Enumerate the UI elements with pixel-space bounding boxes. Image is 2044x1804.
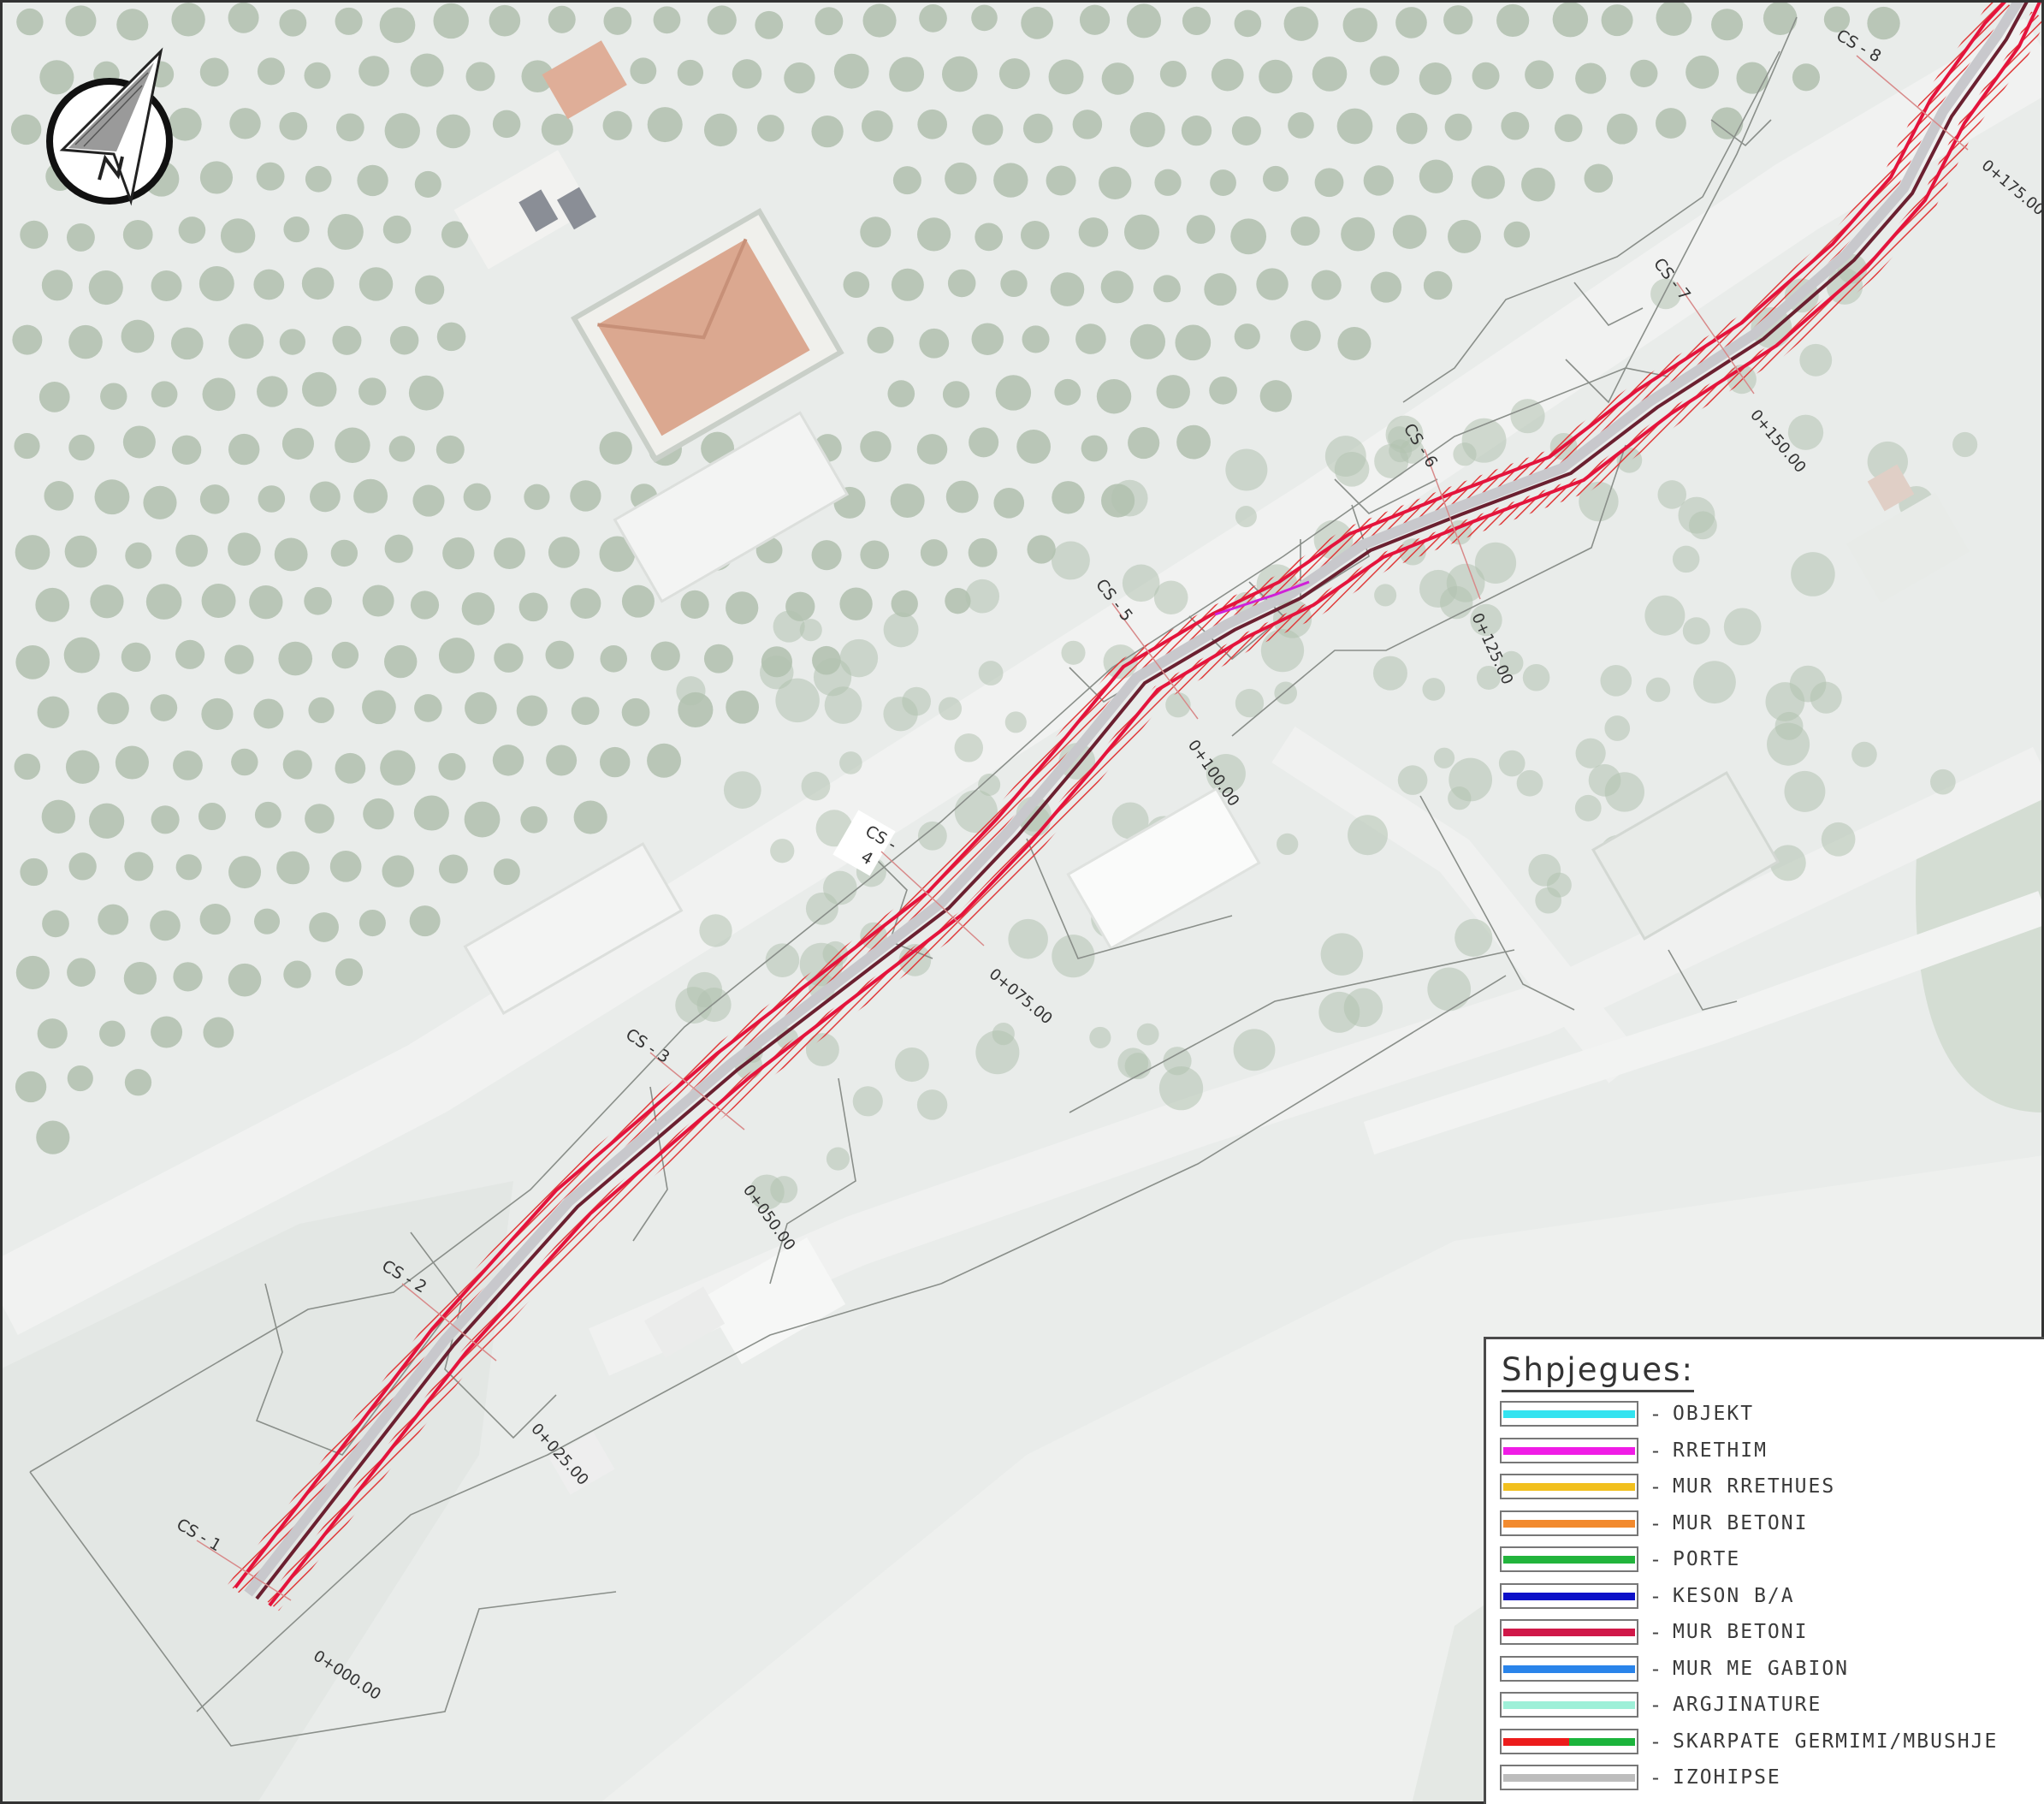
legend-swatch [1500, 1474, 1638, 1499]
legend-swatch [1500, 1437, 1638, 1463]
legend-dash: - [1649, 1402, 1662, 1426]
legend-item: -ARGJINATURE [1500, 1692, 1822, 1718]
legend-swatch [1500, 1655, 1638, 1682]
legend-dash: - [1649, 1547, 1662, 1571]
legend-item: -PORTE [1500, 1546, 1740, 1572]
legend-item: -MUR RRETHUES [1500, 1474, 1835, 1499]
legend-item: -MUR BETONI [1500, 1510, 1808, 1536]
legend-label: PORTE [1673, 1548, 1741, 1570]
legend-swatch [1500, 1582, 1638, 1609]
legend-label: SKARPATE GERMIMI/MBUSHJE [1673, 1730, 1999, 1753]
cross-section-line [1424, 448, 1481, 600]
legend-dash: - [1649, 1693, 1662, 1717]
legend-item: -RRETHIM [1500, 1437, 1768, 1463]
legend-item: -KESON B/A [1500, 1582, 1795, 1609]
legend-label: MUR BETONI [1673, 1511, 1809, 1534]
survey-boundary-lines [29, 16, 1798, 1747]
legend-label: KESON B/A [1673, 1584, 1795, 1607]
legend-dash: - [1649, 1765, 1662, 1789]
legend-item: -IZOHIPSE [1500, 1765, 1781, 1790]
cross-section-line [1111, 602, 1199, 720]
legend-swatch [1500, 1619, 1638, 1645]
legend-swatch [1500, 1765, 1638, 1790]
legend-label: OBJEKT [1673, 1403, 1755, 1425]
legend-swatch [1500, 1546, 1638, 1572]
legend-label: RRETHIM [1673, 1439, 1768, 1462]
legend-item: -SKARPATE GERMIMI/MBUSHJE [1500, 1728, 1999, 1754]
legend-swatch [1500, 1510, 1638, 1536]
legend-label: MUR ME GABION [1673, 1657, 1850, 1680]
legend-swatch [1500, 1401, 1638, 1427]
cross-section-line [196, 1540, 292, 1601]
channel-alignment [228, 0, 2044, 1611]
legend-dash: - [1649, 1620, 1662, 1644]
legend-item: -OBJEKT [1500, 1401, 1754, 1427]
orchard-trees [10, 0, 1978, 1210]
legend-dash: - [1649, 1475, 1662, 1498]
legend-title: Shpjegues: [1502, 1351, 1694, 1392]
north-arrow-icon [46, 47, 173, 206]
map-legend: Shpjegues: -OBJEKT-RRETHIM-MUR RRETHUES-… [1484, 1337, 2044, 1804]
legend-label: MUR RRETHUES [1673, 1475, 1836, 1498]
legend-label: ARGJINATURE [1673, 1694, 1822, 1716]
legend-dash: - [1649, 1656, 1662, 1681]
cross-section-line [880, 851, 985, 947]
cross-section-line [1856, 55, 1969, 151]
legend-dash: - [1649, 1729, 1662, 1754]
legend-label: IZOHIPSE [1673, 1766, 1781, 1789]
cross-section-line [1676, 282, 1755, 395]
legend-swatch [1500, 1692, 1638, 1718]
buildings [453, 40, 1970, 1495]
cross-section-line [649, 1052, 745, 1130]
legend-dash: - [1649, 1438, 1662, 1463]
legend-label: MUR BETONI [1673, 1621, 1809, 1643]
legend-swatch [1500, 1728, 1638, 1754]
legend-dash: - [1649, 1510, 1662, 1535]
cross-section-line [401, 1283, 497, 1362]
legend-item: -MUR BETONI [1500, 1619, 1808, 1645]
legend-dash: - [1649, 1583, 1662, 1608]
legend-item: -MUR ME GABION [1500, 1655, 1850, 1682]
